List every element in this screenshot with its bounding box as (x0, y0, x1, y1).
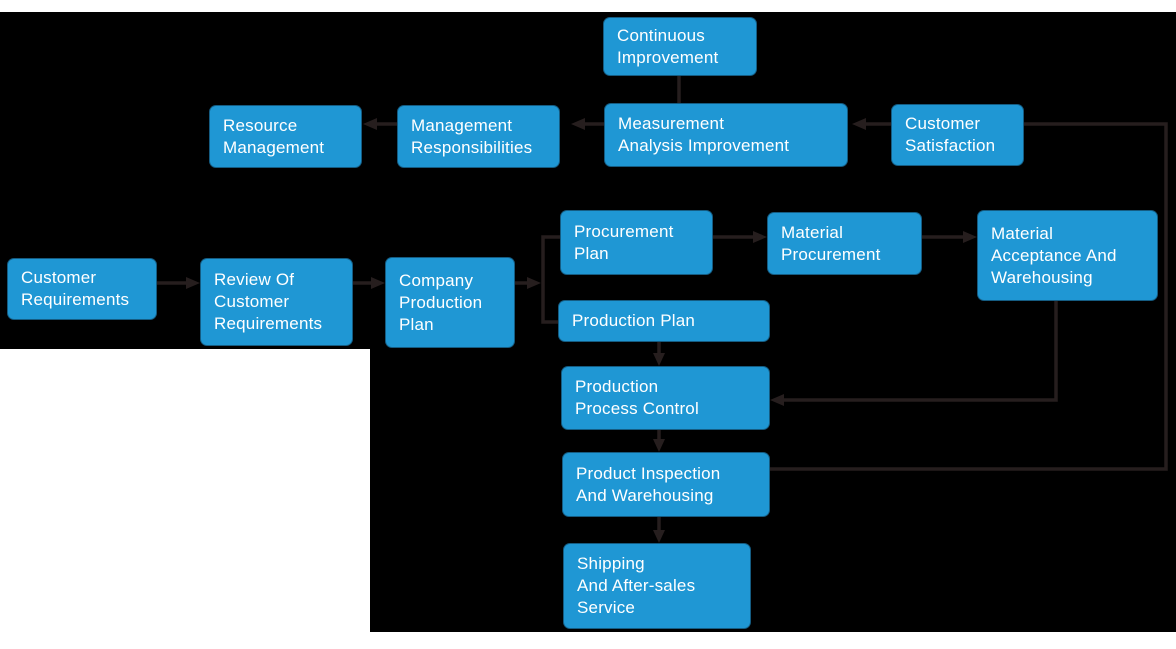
node-production-plan: Production Plan (558, 300, 770, 342)
connector-acceptance-to-production-process-control (770, 301, 1058, 406)
node-shipping-and-after-sales-service: Shipping And After-sales Service (563, 543, 751, 629)
node-customer-requirements: Customer Requirements (7, 258, 157, 320)
connector-mai-to-management-responsibilities (571, 118, 604, 130)
node-procurement-plan: Procurement Plan (560, 210, 713, 275)
connector-customer-requirements-to-review (157, 277, 200, 289)
node-measurement-analysis-improvement: Measurement Analysis Improvement (604, 103, 848, 167)
connector-management-responsibilities-to-resource-management (363, 118, 397, 130)
node-review-of-customer-requirements: Review Of Customer Requirements (200, 258, 353, 346)
background-dark-bottom-right-region (370, 349, 1176, 632)
connector-product-inspection-to-customer-satisfaction (770, 122, 1168, 471)
node-product-inspection-and-warehousing: Product Inspection And Warehousing (562, 452, 770, 517)
node-company-production-plan: Company Production Plan (385, 257, 515, 348)
connector-customer-satisfaction-to-mai (852, 118, 891, 130)
connector-process-control-to-product-inspection (653, 430, 665, 452)
connector-material-procurement-to-acceptance (922, 231, 977, 243)
node-continuous-improvement: Continuous Improvement (603, 17, 757, 76)
connector-production-plan-to-process-control (653, 342, 665, 366)
node-production-process-control: Production Process Control (561, 366, 770, 430)
connector-procurement-plan-to-material-procurement (713, 231, 767, 243)
connector-review-to-company-production-plan (353, 277, 385, 289)
node-material-procurement: Material Procurement (767, 212, 922, 275)
connector-product-inspection-to-shipping (653, 517, 665, 543)
connector-company-production-plan-branch (515, 235, 560, 324)
node-management-responsibilities: Management Responsibilities (397, 105, 560, 168)
node-customer-satisfaction: Customer Satisfaction (891, 104, 1024, 166)
node-resource-management: Resource Management (209, 105, 362, 168)
node-material-acceptance-and-warehousing: Material Acceptance And Warehousing (977, 210, 1158, 301)
